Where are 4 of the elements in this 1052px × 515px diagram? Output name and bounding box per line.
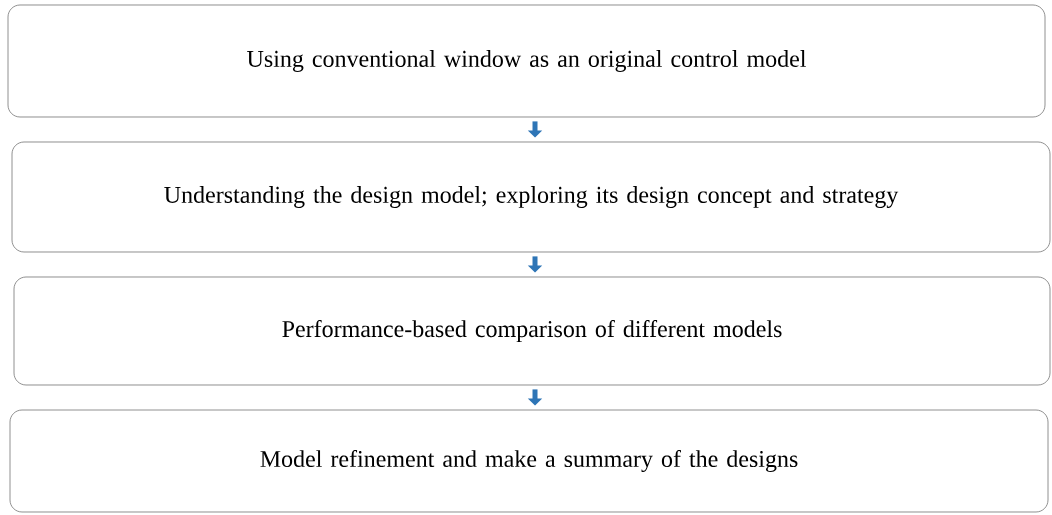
- process-box: Model refinement and make a summary of the designs: [9, 409, 1049, 513]
- process-box: Understanding the design model; exploring its design concept and strategy: [11, 141, 1051, 253]
- process-box: Using conventional window as an original control model: [7, 4, 1046, 118]
- process-box: Performance-based comparison of different models: [13, 276, 1051, 386]
